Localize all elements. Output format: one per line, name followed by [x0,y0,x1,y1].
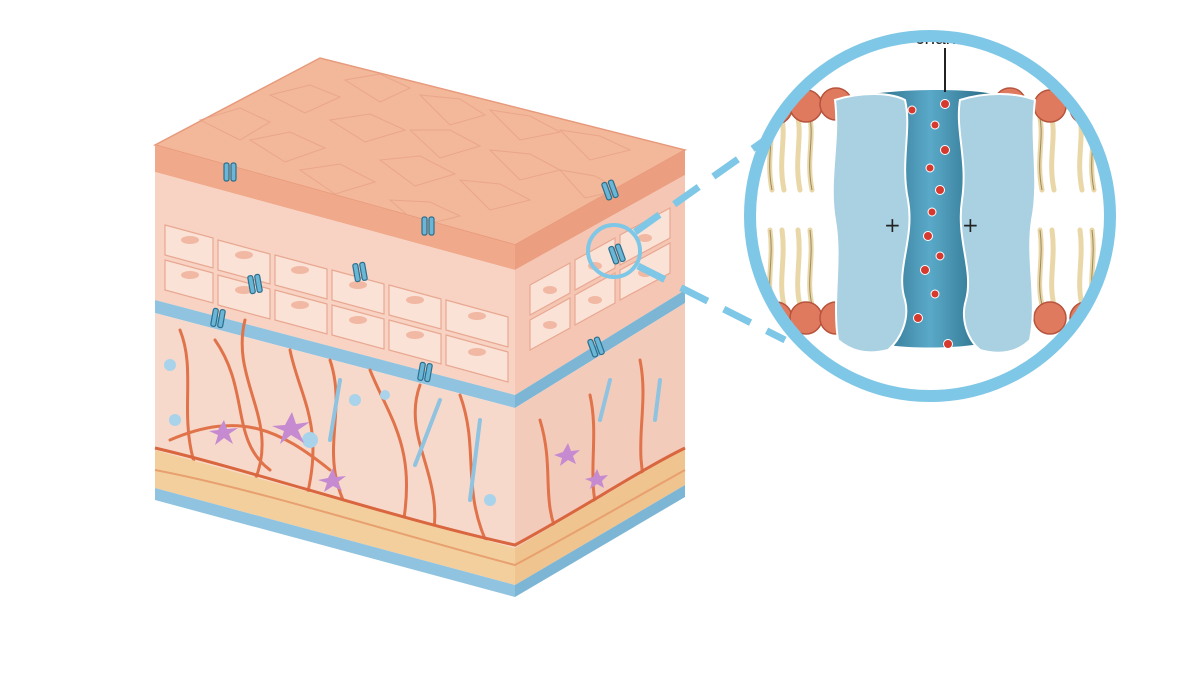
cell-nuclei [181,234,652,356]
channel-marker [210,307,226,329]
magnified-view: + + channel [744,30,1116,402]
blue-fibers [328,378,662,502]
channel-protein: + + [831,90,1037,354]
hypodermis-side [515,448,685,585]
hypodermis-line-2 [154,469,686,567]
skin-tissue-block [152,57,688,597]
channel-markers [210,162,626,383]
channel-marker [352,261,368,283]
fibroblast-cells [209,412,608,492]
left-charge-sign: + [884,213,901,237]
hypodermis-front [155,450,515,585]
channel-marker [223,162,237,182]
channel-marker [247,273,263,295]
hypodermis-border-line [154,446,686,547]
stratum-corneum-front [155,145,515,270]
channel-marker-highlighted [608,243,626,265]
ions [907,99,953,349]
stratum-corneum-side [515,150,685,270]
magnifier-ring [744,30,1116,402]
right-charge-sign: + [962,213,979,237]
zoom-connector-lines [632,137,787,344]
zoom-source-circle [586,223,642,279]
channel-marker [587,336,605,358]
bottom-band-side [515,485,685,597]
channel-marker [417,361,433,383]
channel-subunit-right [957,93,1037,354]
bottom-band-front [155,488,515,597]
epidermal-cells [164,206,671,383]
channel-marker [601,179,619,201]
channel-subunit-left [831,93,911,354]
channel-marker [421,216,435,236]
dermis-side [515,303,685,548]
dermal-cells-round [164,359,496,506]
